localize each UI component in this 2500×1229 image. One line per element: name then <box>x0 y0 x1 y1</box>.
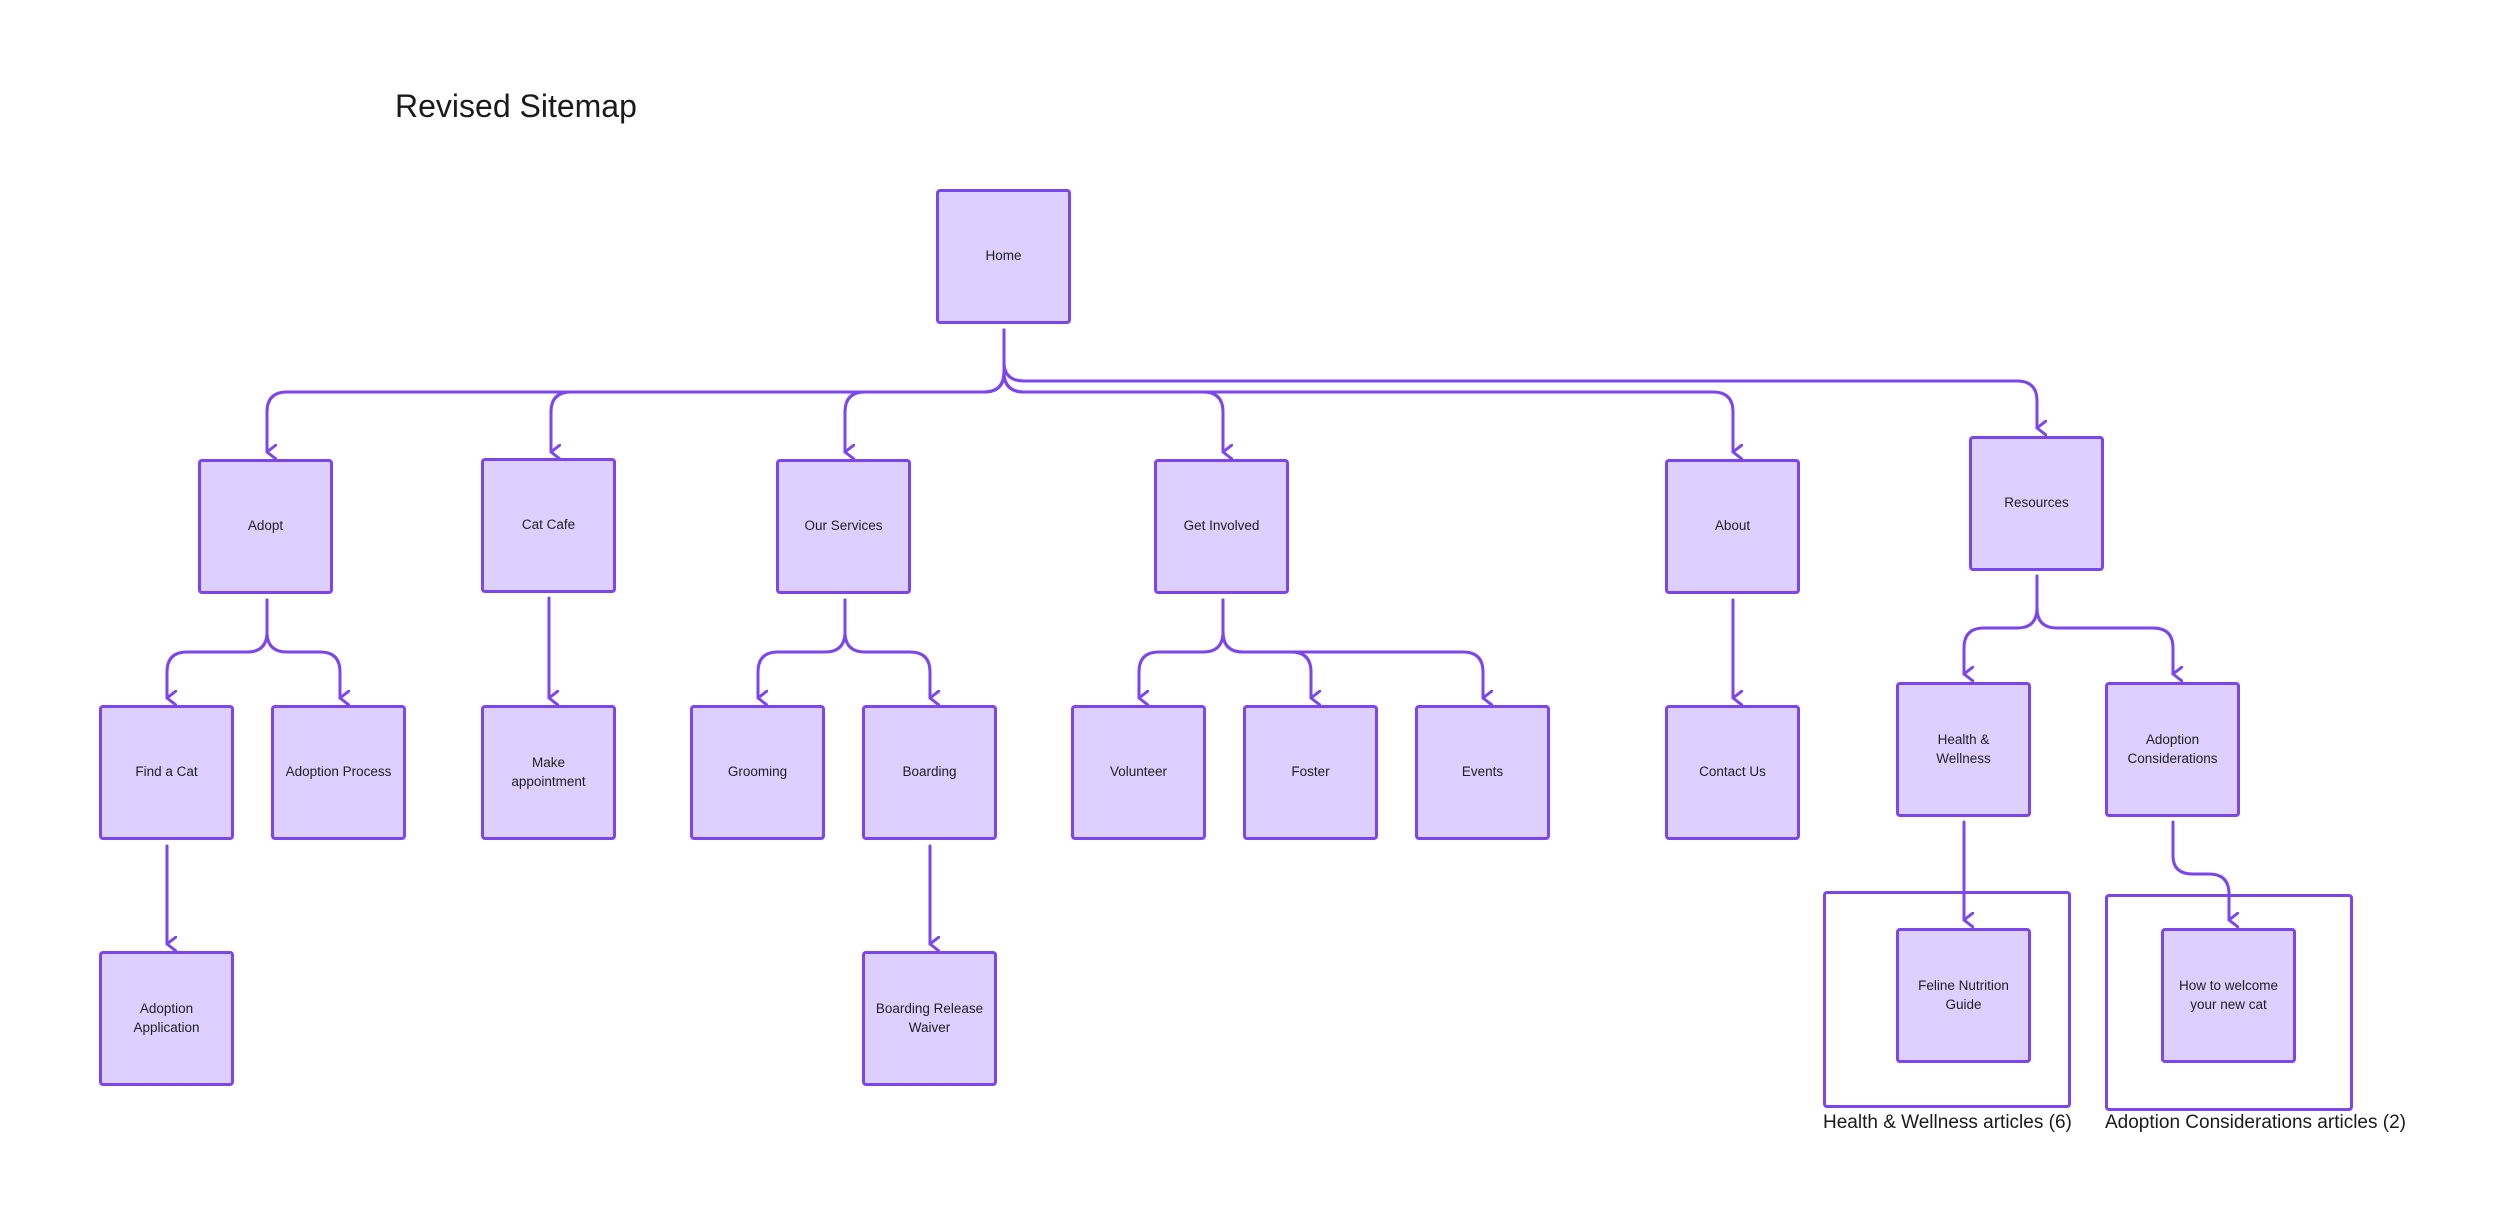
node-label: Volunteer <box>1109 764 1168 780</box>
node-label: Get Involved <box>1183 518 1260 534</box>
node-label: About <box>1714 518 1751 534</box>
group-label-health-wellness-articles: Health & Wellness articles (6) <box>1823 1112 2072 1133</box>
node-label: How to welcome your new cat <box>2178 978 2279 1012</box>
node-cat-cafe: Cat Cafe <box>481 458 616 593</box>
edge-home-resources <box>1002 328 2037 428</box>
node-label: Contact Us <box>1699 764 1766 780</box>
node-label: Events <box>1461 764 1504 780</box>
node-make-appointment: Make appointment <box>481 705 616 840</box>
group-adoption-considerations-articles <box>2105 894 2353 1111</box>
node-label: Boarding Release Waiver <box>875 1001 984 1035</box>
edge-adopt-adoption-process <box>265 598 340 698</box>
edge-services-boarding <box>843 598 930 698</box>
node-label: Foster <box>1291 764 1330 780</box>
edge-involved-volunteer <box>1137 598 1225 698</box>
node-feline-nutrition-guide: Feline Nutrition Guide <box>1896 928 2031 1063</box>
node-adoption-considerations: Adoption Considerations <box>2105 682 2240 817</box>
node-label: Adoption Application <box>133 1001 200 1035</box>
node-label: Home <box>985 248 1022 264</box>
edge-services-grooming <box>756 598 847 698</box>
node-grooming: Grooming <box>690 705 825 840</box>
node-label: Health & Wellness <box>1936 732 1991 766</box>
node-boarding: Boarding <box>862 705 997 840</box>
node-adoption-process: Adoption Process <box>271 705 406 840</box>
node-label: Find a Cat <box>135 764 198 780</box>
node-label: Feline Nutrition Guide <box>1918 978 2009 1012</box>
group-label-adoption-considerations-articles: Adoption Considerations articles (2) <box>2105 1112 2406 1133</box>
node-label: Adoption Process <box>285 764 392 780</box>
node-label: Adopt <box>247 518 284 534</box>
node-label: Make appointment <box>511 755 586 789</box>
node-label: Adoption Considerations <box>2127 732 2218 766</box>
node-find-a-cat: Find a Cat <box>99 705 234 840</box>
diagram-title: Revised Sitemap <box>395 88 637 124</box>
node-adopt: Adopt <box>198 459 333 594</box>
node-health-wellness: Health & Wellness <box>1896 682 2031 817</box>
node-label: Resources <box>2004 495 2069 511</box>
node-our-services: Our Services <box>776 459 911 594</box>
node-label: Grooming <box>727 764 788 780</box>
edge-involved-foster <box>1221 598 1311 698</box>
edge-considerations-welcome <box>2171 820 2229 920</box>
edge-home-about <box>1002 328 1733 452</box>
node-volunteer: Volunteer <box>1071 705 1206 840</box>
node-home: Home <box>936 189 1071 324</box>
node-about: About <box>1665 459 1800 594</box>
node-get-involved: Get Involved <box>1154 459 1289 594</box>
edge-resources-health <box>1962 574 2039 674</box>
node-label: Cat Cafe <box>521 517 576 533</box>
node-adoption-application: Adoption Application <box>99 951 234 1086</box>
node-events: Events <box>1415 705 1550 840</box>
group-health-wellness-articles <box>1823 891 2071 1108</box>
edge-resources-considerations <box>2035 574 2173 674</box>
node-foster: Foster <box>1243 705 1378 840</box>
node-contact-us: Contact Us <box>1665 705 1800 840</box>
edge-involved-events <box>1221 598 1483 698</box>
edge-adopt-find-a-cat <box>165 598 269 698</box>
edge-home-our-services <box>843 328 1006 452</box>
node-how-to-welcome: How to welcome your new cat <box>2161 928 2296 1063</box>
node-label: Our Services <box>804 518 883 534</box>
node-boarding-release-waiver: Boarding Release Waiver <box>862 951 997 1086</box>
node-resources: Resources <box>1969 436 2104 571</box>
node-label: Boarding <box>902 764 957 780</box>
